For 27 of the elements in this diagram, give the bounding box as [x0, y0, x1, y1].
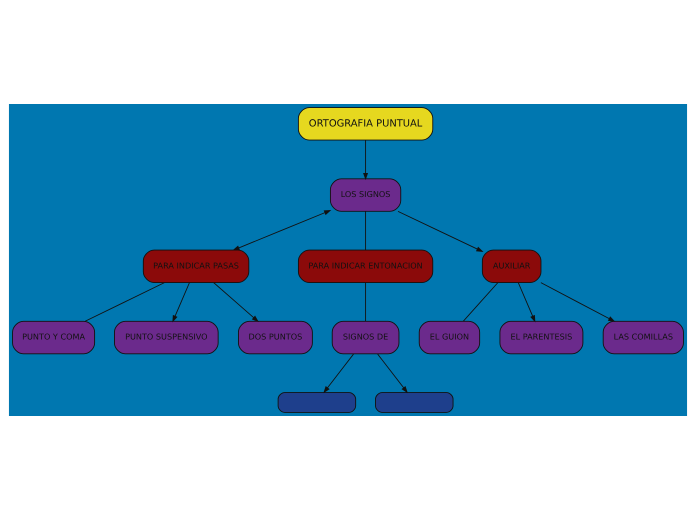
arrow	[323, 354, 354, 394]
connector	[365, 282, 366, 322]
node-box: SIGNOS DE	[332, 320, 400, 354]
arrow	[398, 210, 484, 252]
arrow	[518, 282, 536, 323]
node-box: DOS PUNTOS	[238, 320, 313, 354]
node-box: LOS SIGNOS	[330, 178, 402, 212]
arrow	[232, 210, 332, 251]
node-box: EL PARENTESIS	[500, 320, 584, 354]
node-box	[375, 392, 454, 413]
node-box: PUNTO Y COMA	[12, 320, 96, 354]
arrow	[363, 140, 368, 180]
node-box: ORTOGRAFIA PUNTUAL	[298, 107, 434, 141]
arrow	[172, 282, 190, 323]
connector	[84, 282, 165, 322]
node-box: PUNTO SUSPENSIVO	[114, 320, 219, 354]
node-box: AUXILIAR	[482, 250, 542, 283]
node-box: EL GUION	[418, 320, 480, 354]
node-box: PARA INDICAR ENTONACION	[298, 250, 434, 283]
arrow	[540, 282, 616, 322]
connector	[365, 210, 366, 250]
arrow	[377, 354, 408, 394]
node-box	[278, 392, 356, 413]
connector	[462, 282, 498, 322]
node-box: PARA INDICAR PASAS	[142, 250, 250, 283]
arrow	[213, 282, 259, 322]
node-box: LAS COMILLAS	[602, 320, 684, 354]
